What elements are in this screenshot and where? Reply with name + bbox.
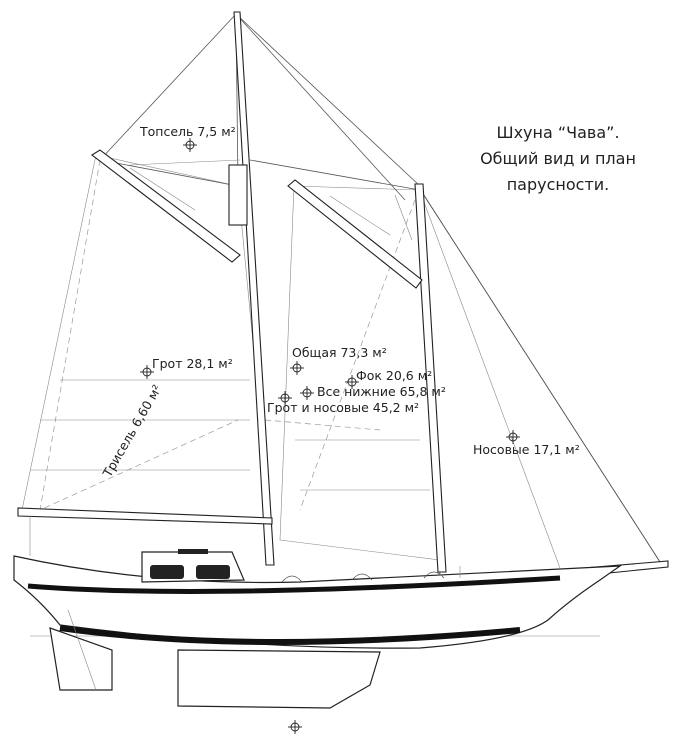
fore-gaff [287,179,423,289]
rudder-stock [67,609,97,691]
label-headsails: Носовые 17,1 м² [473,442,580,457]
sheer-stripe [27,575,561,594]
deck-vent [281,575,303,583]
vang [394,194,413,241]
rudder [49,627,113,691]
label-fore: Фок 20,6 м² [356,368,432,383]
jib-leech [417,185,561,569]
crosshair-icon [290,361,304,375]
label-main-headsails: Грот и носовые 45,2 м² [267,400,419,415]
crosshair-icon [300,386,314,400]
crosshair-icon [278,391,292,405]
label-trysail: Трисель 6,60 м² [99,382,164,480]
label-all-lower: Все нижние 65,8 м² [317,384,446,399]
fore-mast [414,183,447,573]
caption-line-2: Общий вид и план [480,149,636,168]
crosshair-icon [140,365,154,379]
crosshair-icon [506,430,520,444]
rigging [129,13,661,563]
hatch [178,549,208,554]
spars [17,11,669,579]
main-mast [233,11,275,566]
spring-stay [249,159,421,191]
label-main: Грот 28,1 м² [152,356,233,371]
headsails [417,184,663,576]
topsail [99,12,239,187]
boot-top-stripe [59,625,521,645]
main-gaff [91,149,241,263]
fore-staysail-dash [299,199,416,511]
deck-vent [423,571,445,579]
crosshair-icon [288,720,302,734]
crosshair-icon [345,375,359,389]
deck-vent [351,573,373,581]
fore-topmast-stay [417,185,661,563]
label-topsail: Топсель 7,5 м² [139,124,236,139]
topping-lift [129,159,241,166]
caption-line-1: Шхуна “Чава”. [496,123,620,142]
label-total: Общая 73,3 м² [292,345,387,360]
crosshair-icon [183,138,197,152]
drawing-caption: Шхуна “Чава”. Общий вид и план парусност… [468,120,648,198]
topmast-stay [235,13,406,201]
center-marks [140,138,520,734]
keel [177,649,381,709]
peak-halyard [129,167,196,211]
caption-line-3: парусности. [506,175,610,194]
trysail-outline [39,159,239,511]
forestay [235,13,421,187]
portlight [150,565,184,579]
portlight [196,565,230,579]
main-dash [264,419,381,431]
sails [21,12,663,576]
hull [13,549,623,709]
peak-halyard-2 [329,195,391,236]
main-boom [17,507,273,525]
main-mast-hounds [228,164,248,226]
